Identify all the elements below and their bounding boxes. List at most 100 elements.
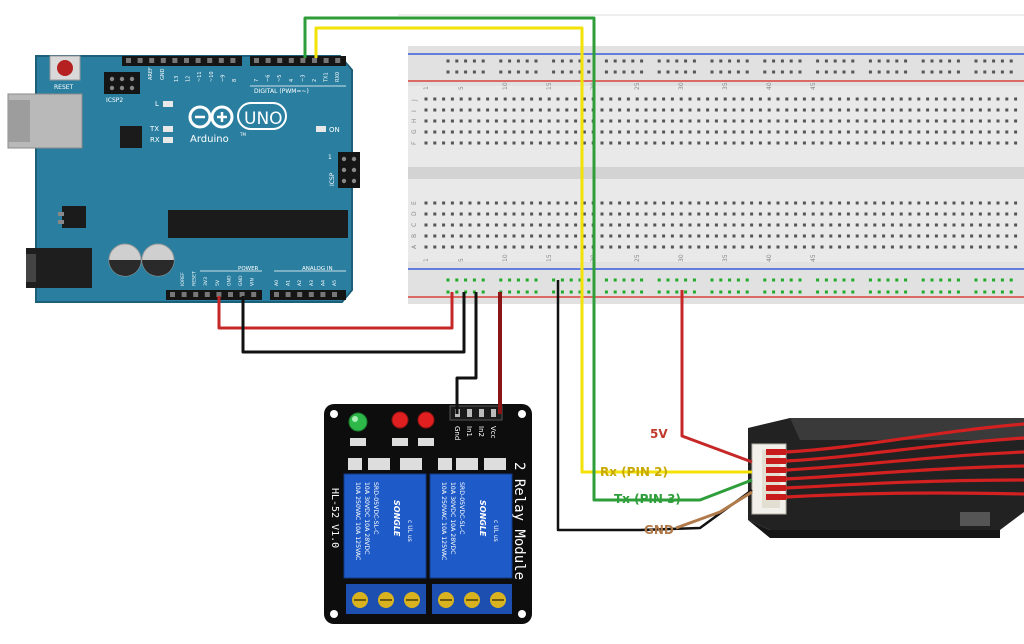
breadboard-hole [908, 223, 912, 227]
breadboard-hole [961, 234, 965, 238]
breadboard-hole [824, 290, 828, 294]
breadboard-row-letter: A [411, 244, 418, 249]
atmega-chip [168, 210, 348, 238]
breadboard-hole [864, 108, 868, 112]
breadboard-hole [829, 212, 833, 216]
breadboard-hole [926, 97, 930, 101]
breadboard-hole [776, 245, 780, 249]
breadboard-hole [675, 290, 679, 294]
breadboard-hole [587, 70, 591, 74]
breadboard-hole [477, 97, 481, 101]
reset-label: RESET [54, 84, 74, 91]
breadboard-hole [525, 70, 529, 74]
breadboard-hole [899, 97, 903, 101]
breadboard-hole [494, 223, 498, 227]
breadboard-hole [864, 130, 868, 134]
power-pin-label: GND [238, 275, 244, 286]
breadboard-hole [494, 234, 498, 238]
breadboard-hole [934, 201, 938, 205]
power-pin-label: 3V3 [203, 277, 209, 286]
breadboard-hole [952, 130, 956, 134]
breadboard-hole [890, 223, 894, 227]
breadboard-hole [653, 223, 657, 227]
breadboard-hole [477, 245, 481, 249]
breadboard-hole [970, 234, 974, 238]
connector-wire-end [766, 458, 786, 464]
breadboard-hole [499, 70, 503, 74]
breadboard-hole [512, 201, 516, 205]
breadboard-hole [943, 119, 947, 123]
breadboard-hole [882, 108, 886, 112]
breadboard-hole [802, 212, 806, 216]
breadboard-hole [745, 59, 749, 63]
breadboard-hole [503, 223, 507, 227]
breadboard-hole [785, 130, 789, 134]
breadboard-hole [996, 130, 1000, 134]
breadboard-hole [530, 212, 534, 216]
breadboard-hole [1005, 141, 1009, 145]
breadboard-hole [530, 130, 534, 134]
relay-cert: c UL us [492, 520, 499, 542]
breadboard-hole [494, 245, 498, 249]
breadboard-hole [459, 108, 463, 112]
breadboard-hole [829, 245, 833, 249]
breadboard-hole [750, 141, 754, 145]
breadboard-hole [679, 141, 683, 145]
breadboard-hole [574, 141, 578, 145]
header-pin [254, 58, 259, 63]
breadboard-hole [794, 141, 798, 145]
breadboard-hole [943, 212, 947, 216]
digital-pin-label: RX0 [335, 72, 341, 82]
breadboard-hole [794, 234, 798, 238]
header-pin [184, 58, 189, 63]
breadboard-hole [613, 278, 617, 282]
breadboard-hole [556, 234, 560, 238]
breadboard-hole [450, 119, 454, 123]
breadboard-hole [758, 130, 762, 134]
breadboard-hole [666, 290, 670, 294]
breadboard-hole [926, 108, 930, 112]
breadboard-hole [521, 97, 525, 101]
sensor-wire [785, 422, 1024, 454]
breadboard-hole [802, 97, 806, 101]
breadboard-hole [776, 201, 780, 205]
breadboard-hole [653, 108, 657, 112]
breadboard-hole [767, 245, 771, 249]
breadboard-hole [499, 278, 503, 282]
breadboard-hole [811, 141, 815, 145]
breadboard-hole [1009, 70, 1013, 74]
breadboard-hole [723, 223, 727, 227]
breadboard-hole [732, 130, 736, 134]
breadboard-hole [794, 245, 798, 249]
breadboard-hole [626, 234, 630, 238]
breadboard-hole [556, 108, 560, 112]
breadboard-hole [741, 223, 745, 227]
breadboard-hole [811, 234, 815, 238]
breadboard-hole [741, 97, 745, 101]
header-pin [297, 292, 303, 297]
breadboard-hole [635, 97, 639, 101]
breadboard-hole [666, 70, 670, 74]
breadboard-hole [481, 278, 485, 282]
breadboard-hole [864, 245, 868, 249]
breadboard-hole [494, 141, 498, 145]
breadboard-hole [697, 130, 701, 134]
breadboard-hole [450, 234, 454, 238]
breadboard-hole [688, 212, 692, 216]
breadboard-hole [1009, 59, 1013, 63]
breadboard-hole [706, 119, 710, 123]
breadboard-hole [459, 212, 463, 216]
header-pin [170, 292, 175, 297]
breadboard-hole [433, 212, 437, 216]
breadboard-hole [802, 245, 806, 249]
sensor-wire [785, 450, 1024, 472]
breadboard-hole [736, 59, 740, 63]
tm-mark: TM [239, 132, 246, 137]
breadboard-hole [772, 278, 776, 282]
breadboard-hole [899, 119, 903, 123]
breadboard-hole [745, 278, 749, 282]
breadboard-hole [952, 234, 956, 238]
breadboard-hole [560, 290, 564, 294]
breadboard-hole [723, 97, 727, 101]
breadboard-hole [670, 119, 674, 123]
